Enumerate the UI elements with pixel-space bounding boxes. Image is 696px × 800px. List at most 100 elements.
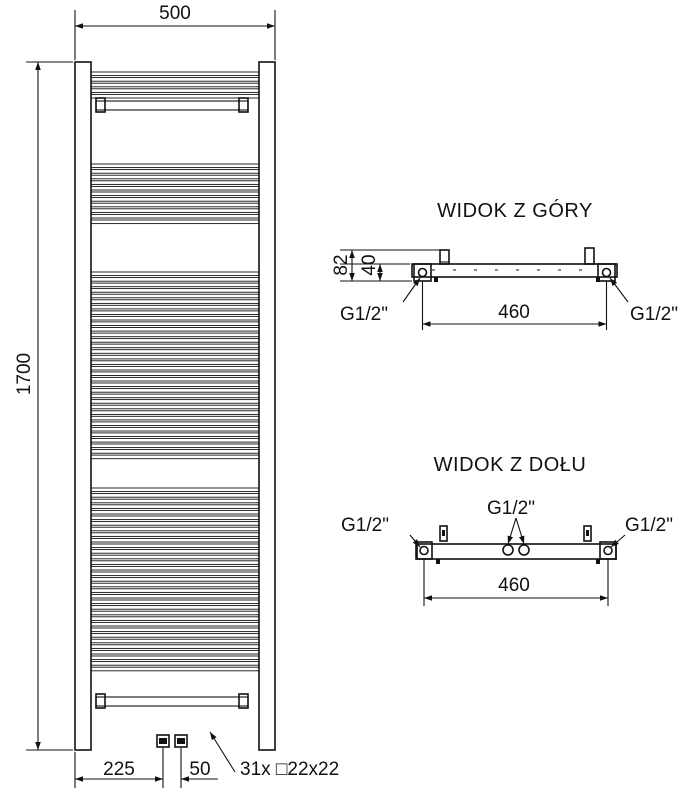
rung [90,498,260,504]
front-view: 500 1700 225 50 31x □22x22 [14,3,339,788]
top-view: WIDOK Z GÓRY 82 40 G1/2" G1/2" 460 [331,199,678,330]
rung [90,88,260,93]
rung [90,655,260,661]
bottom-towel-bar [95,693,249,709]
rung [90,410,260,415]
rung [90,343,260,349]
rung [90,327,260,332]
rung [90,549,260,554]
bottom-left-connector-label: G1/2" [341,515,389,536]
tube-spec-label: 31x □22x22 [240,759,339,780]
rung [90,163,260,169]
bottom-view-title: WIDOK Z DOŁU [434,454,587,476]
rung [90,82,260,88]
left-rail [74,61,92,751]
rung [90,415,260,421]
rung [90,354,260,360]
rung [90,605,260,610]
rung [90,421,260,426]
bottom-center-connector-label: G1/2" [487,498,535,519]
rung [90,438,260,443]
rung [90,633,260,638]
rung [90,526,260,532]
rung [90,277,260,282]
rung-group [90,71,260,672]
rung [90,532,260,537]
right-rail [258,61,276,751]
rung [90,521,260,526]
rung [90,554,260,560]
bottom-axis-spacing-label: 460 [498,575,530,596]
rung [90,588,260,593]
rung [90,371,260,376]
bottom-right-bracket [583,525,592,542]
rung [90,432,260,437]
rung [90,649,260,655]
rung [90,304,260,310]
rung [90,349,260,354]
rung [90,504,260,509]
rung [90,293,260,299]
depth-outer-label: 82 [331,254,352,275]
left-connector-box [413,263,432,282]
rung [90,454,260,460]
rung [90,332,260,338]
bottom-left-bracket [439,525,448,542]
rung [90,443,260,449]
rung [90,599,260,605]
rung [90,310,260,315]
rung [90,621,260,627]
rung [90,315,260,321]
depth-inner-label: 40 [359,254,380,275]
rung [90,360,260,365]
top-view-title: WIDOK Z GÓRY [437,199,593,222]
rung [90,509,260,515]
rung [90,208,260,213]
rung [90,449,260,454]
top-axis-spacing-label: 460 [498,302,530,323]
top-right-connector-label: G1/2" [630,304,678,325]
rung [90,582,260,588]
bottom-view: WIDOK Z DOŁU G1/2" G1/2" G1/2" 460 [341,454,673,606]
rung [90,191,260,197]
rung [90,577,260,582]
rung [90,515,260,521]
rung [90,616,260,621]
rung [90,565,260,571]
top-left-connector-label: G1/2" [340,304,388,325]
rung [90,404,260,410]
bottom-connectors [156,734,188,748]
rung [90,638,260,644]
rung [90,174,260,180]
rung [90,376,260,382]
rung [90,426,260,432]
rung [90,382,260,388]
rung [90,77,260,82]
rung [90,365,260,371]
bottom-right-connector-label: G1/2" [625,515,673,536]
top-towel-bar [95,97,249,113]
rung [90,180,260,185]
rung [90,71,260,77]
rung [90,560,260,565]
rung [90,202,260,208]
width-dimension: 500 [74,3,276,60]
rung [90,299,260,304]
left-bracket [439,249,450,265]
width-label: 500 [159,3,191,24]
rung [90,93,260,99]
top-view-body [411,263,618,278]
rung [90,219,260,225]
center-valve-right [518,544,530,556]
connector-spacing-label: 50 [189,759,210,780]
rung [90,393,260,399]
rung [90,169,260,174]
right-bracket [584,247,595,265]
rung [90,282,260,288]
rung [90,197,260,202]
rung [90,610,260,616]
left-offset-label: 225 [103,759,135,780]
rung [90,185,260,191]
rung [90,493,260,498]
